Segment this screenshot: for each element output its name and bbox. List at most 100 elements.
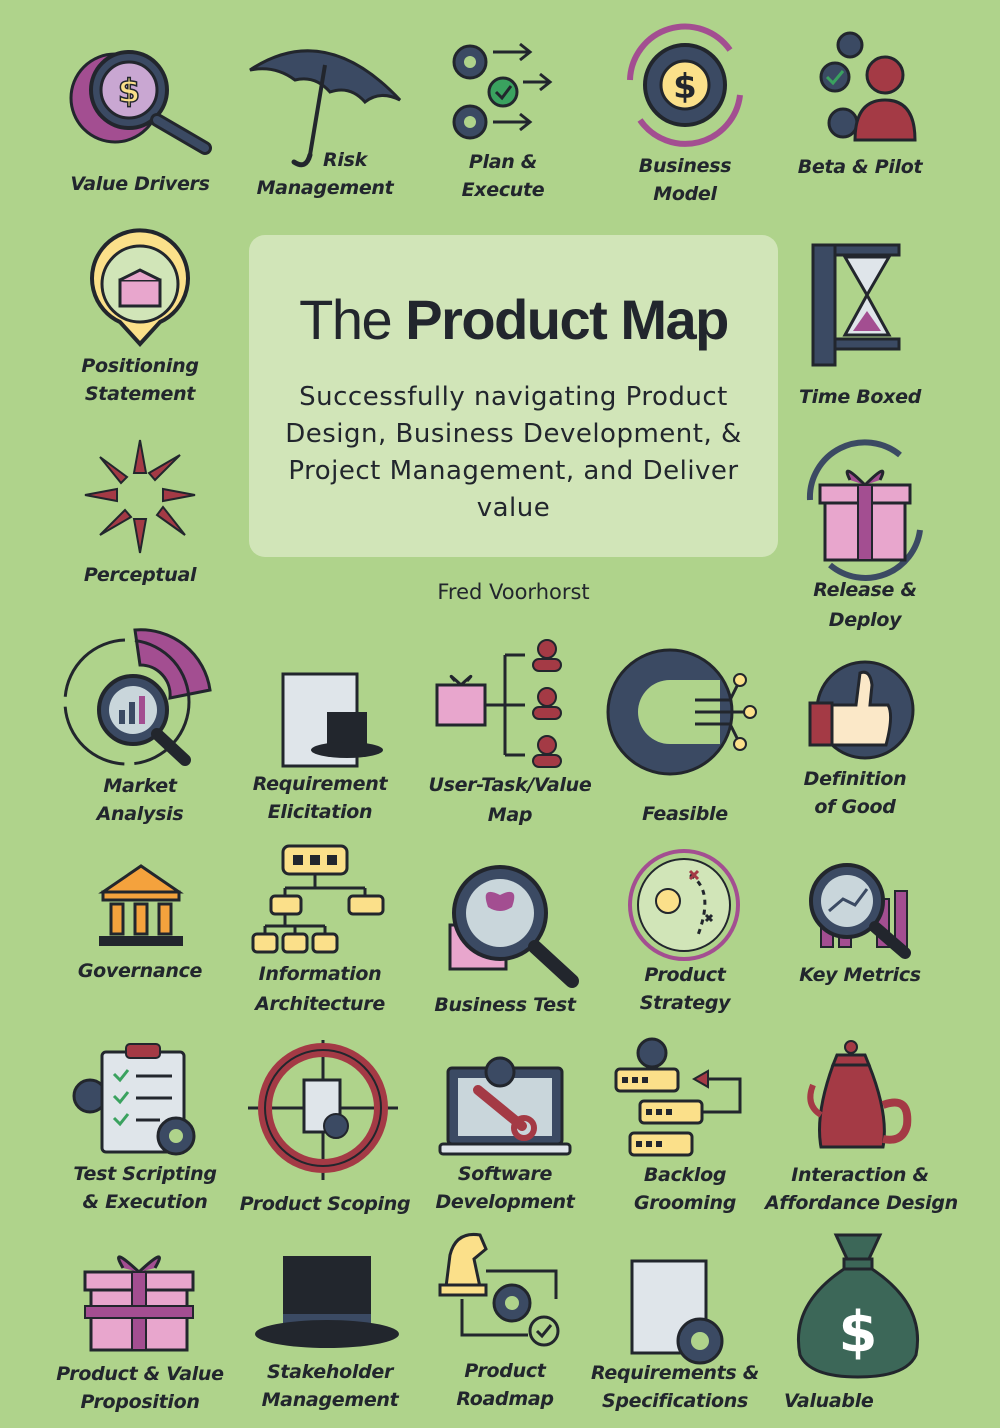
tile-label: Business <box>638 155 732 177</box>
tile-label: Interaction & <box>791 1164 929 1186</box>
tile-label: Product <box>464 1360 546 1382</box>
hourglass-clamp-icon <box>811 243 901 367</box>
tile-label: Stakeholder <box>266 1361 394 1383</box>
laptop-wrench-icon <box>438 1056 572 1156</box>
tile-label: Elicitation <box>267 801 373 823</box>
tile-business-model: $ Business Model <box>590 10 780 210</box>
dollar-symbol: $ <box>839 1300 878 1365</box>
tile-label: Requirement <box>252 773 388 795</box>
tile-beta-pilot: Beta & Pilot <box>765 25 955 195</box>
tile-label: Specifications <box>601 1390 749 1412</box>
tile-label: Information <box>258 963 382 985</box>
tile-label: Roadmap <box>456 1388 554 1410</box>
tile-label: Governance <box>77 960 203 982</box>
tile-label: Product <box>644 964 726 986</box>
gift-box-icon <box>83 1255 195 1352</box>
author-name: Fred Voorhorst <box>437 580 590 604</box>
sitemap-tree-icon <box>251 844 385 954</box>
tile-label: Key Metrics <box>799 964 921 986</box>
clipboard-checklist-icon <box>72 1043 196 1156</box>
tile-software-development: Software Development <box>410 1050 600 1220</box>
tile-label: Beta & Pilot <box>797 156 923 178</box>
metrics-magnifier-icon <box>809 863 911 959</box>
tile-key-metrics: Key Metrics <box>765 855 955 1005</box>
tile-business-test: Business Test <box>410 855 600 1025</box>
tile-label: Positioning <box>81 355 199 377</box>
gift-hierarchy-icon <box>435 639 562 768</box>
tile-label: Definition <box>803 768 907 790</box>
gift-cycle-icon <box>806 439 923 581</box>
top-hat-icon <box>255 1256 399 1348</box>
tile-label: Perceptual <box>83 564 197 586</box>
tile-information-architecture: Information Architecture <box>225 840 415 1020</box>
tile-requirement-elicitation: Requirement Elicitation <box>225 670 415 830</box>
gear-circuit-icon <box>606 648 757 776</box>
backlog-stack-icon <box>614 1037 742 1157</box>
tile-label: Statement <box>84 383 196 405</box>
tile-label: Model <box>653 183 717 205</box>
tile-label: Risk <box>323 149 367 171</box>
money-bag-icon: $ <box>796 1233 920 1379</box>
tile-label: Business Test <box>434 994 576 1016</box>
tile-label: of Good <box>814 796 896 818</box>
tile-plan-execute: Plan & Execute <box>408 30 598 201</box>
tile-stakeholder-management: Stakeholder Management <box>235 1250 425 1420</box>
burst-icon <box>84 439 196 554</box>
document-tophat-icon <box>281 672 383 768</box>
tile-perceptual: Perceptual <box>45 435 235 595</box>
crosshair-document-icon <box>248 1040 398 1180</box>
chess-knight-roadmap-icon <box>438 1232 560 1347</box>
tile-label: Backlog <box>643 1164 727 1186</box>
tile-user-task-value-map: User-Task/Value Map <box>415 635 605 835</box>
tile-release-deploy: Release & Deploy <box>770 439 960 640</box>
tile-product-strategy: Product Strategy <box>590 845 780 1020</box>
tile-label: Plan & <box>468 151 538 173</box>
tile-requirements-specifications: Requirements & Specifications <box>580 1255 770 1420</box>
document-gear-icon <box>630 1259 724 1365</box>
tile-label: Valuable <box>784 1390 874 1412</box>
tile-label: Proposition <box>80 1391 200 1413</box>
book-subtitle: Successfully navigating Product Design, … <box>285 382 742 523</box>
tile-label: Product Scoping <box>239 1193 411 1215</box>
tile-label: Product & Value <box>56 1363 224 1385</box>
tile-product-roadmap: Product Roadmap <box>410 1225 600 1420</box>
book-title: The Product Map <box>299 288 729 351</box>
tile-definition-of-good: Definition of Good <box>760 655 950 825</box>
tile-product-scoping: Product Scoping <box>230 1040 420 1220</box>
umbrella-icon <box>249 49 402 168</box>
gears-person-icon <box>819 31 917 142</box>
gift-magnifier-icon <box>448 865 579 988</box>
tile-interaction-design: Interaction & Affordance Design <box>765 1035 958 1220</box>
tile-governance: Governance <box>45 862 235 992</box>
tile-product-value-proposition: Product & Value Proposition <box>45 1240 235 1418</box>
svg-text:$: $ <box>118 72 140 110</box>
tile-label: Management <box>256 177 394 199</box>
teapot-icon <box>807 1040 912 1149</box>
tile-label: Execute <box>461 179 545 201</box>
tile-label: Map <box>487 804 533 826</box>
map-pin-box-icon <box>90 228 190 347</box>
tile-label: Feasible <box>642 803 728 825</box>
dollar-gear-cycle-icon: $ <box>627 23 743 147</box>
tile-backlog-grooming: Backlog Grooming <box>590 1035 780 1220</box>
tile-label: Market <box>103 775 177 797</box>
tile-time-boxed: Time Boxed <box>765 235 955 415</box>
tile-valuable: $ Valuable <box>760 1225 950 1420</box>
strategy-lightbulb-icon <box>628 849 740 961</box>
tile-label: Software <box>457 1163 553 1185</box>
tile-label: Release & <box>813 579 917 601</box>
title-panel: The Product Map Successfully navigating … <box>249 235 778 557</box>
pie-magnifier-icon <box>63 628 212 766</box>
tile-label: Management <box>261 1389 399 1411</box>
tile-market-analysis: Market Analysis <box>45 620 235 830</box>
tile-label: Affordance Design <box>765 1192 958 1214</box>
gears-arrows-icon <box>452 42 553 140</box>
tile-label: & Execution <box>82 1191 208 1213</box>
tile-label: Grooming <box>633 1192 737 1214</box>
tile-risk-management: Risk Management <box>230 30 420 200</box>
tile-feasible: Feasible <box>590 640 780 830</box>
tile-label: Strategy <box>639 992 731 1014</box>
tile-label: Test Scripting <box>73 1163 217 1185</box>
tile-value-drivers: $ Value Drivers <box>45 30 235 200</box>
tile-label: Value Drivers <box>70 173 210 195</box>
